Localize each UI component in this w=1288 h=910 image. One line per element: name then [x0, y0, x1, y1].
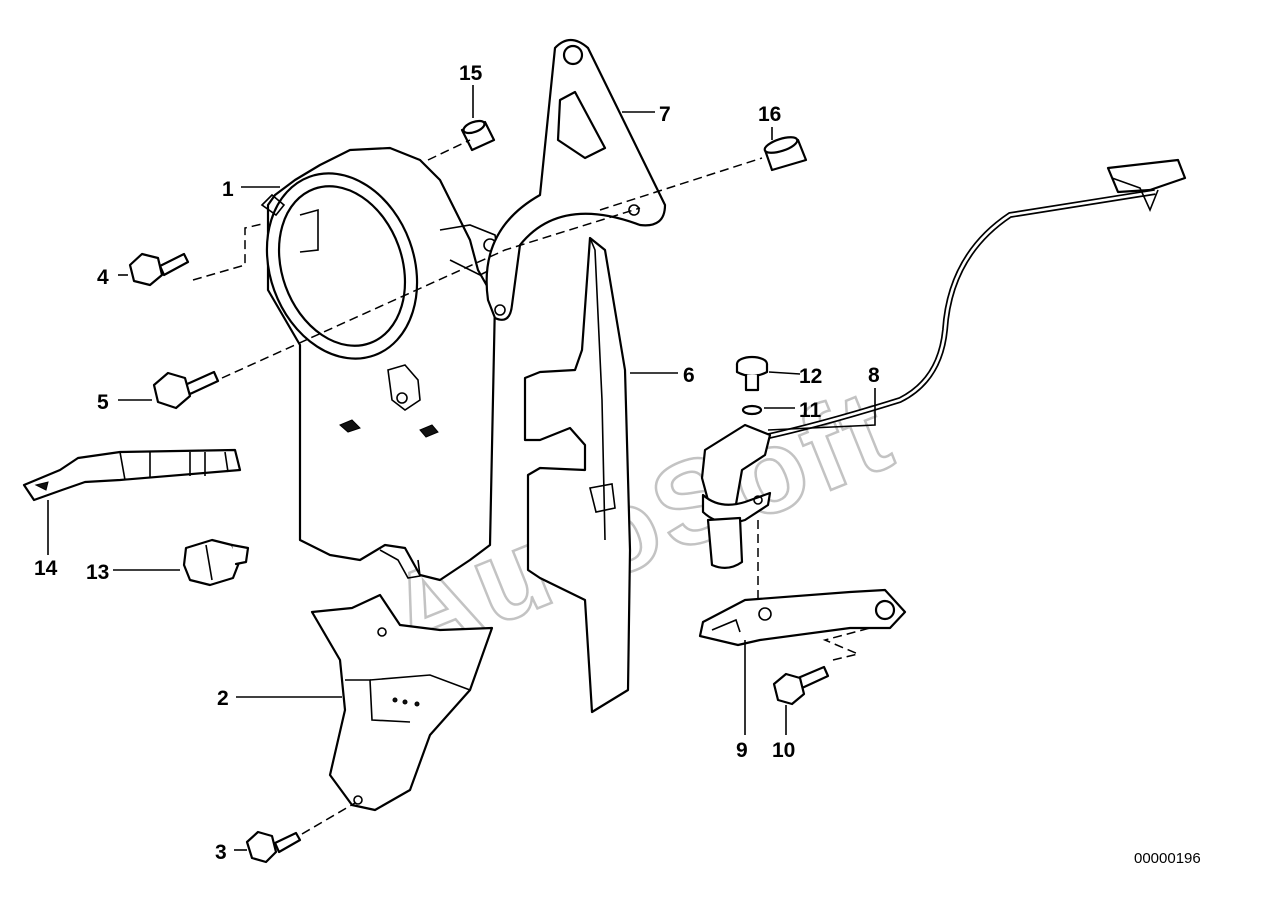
part-16-sleeve[interactable]	[763, 134, 808, 172]
part-4-bolt[interactable]	[128, 252, 190, 287]
callout-2: 2	[217, 687, 229, 710]
part-3-bolt[interactable]	[245, 830, 302, 864]
callout-4: 4	[97, 266, 109, 289]
part-5-bolt[interactable]	[152, 370, 220, 410]
callout-9: 9	[736, 739, 748, 762]
part-1-timing-housing[interactable]	[242, 146, 501, 582]
callout-6: 6	[683, 364, 695, 387]
callout-10: 10	[772, 739, 795, 762]
part-15-sleeve[interactable]	[460, 119, 496, 152]
part-10-bolt[interactable]	[772, 665, 830, 706]
callout-15: 15	[459, 62, 483, 85]
callout-7: 7	[659, 103, 671, 126]
callout-12: 12	[799, 365, 822, 388]
callout-3: 3	[215, 841, 227, 864]
part-13-clip[interactable]	[182, 538, 250, 587]
callout-leaders	[47, 85, 876, 851]
diagram-number: 00000196	[1134, 850, 1201, 867]
callout-11: 11	[799, 399, 822, 422]
part-12-bolt[interactable]	[735, 355, 769, 392]
callout-5: 5	[97, 391, 109, 414]
callout-14: 14	[34, 557, 58, 580]
callout-1: 1	[222, 178, 234, 201]
part-9-sensor-bracket[interactable]	[698, 588, 907, 647]
part-8-sensor-cable[interactable]	[700, 158, 1187, 569]
callout-8: 8	[868, 364, 880, 387]
callout-numbers: 1 2 3 4 5 6 7 8 9 10 11 12 13 14 15 16	[34, 62, 880, 864]
callout-13: 13	[86, 561, 109, 584]
part-7-bracket[interactable]	[485, 38, 667, 321]
part-11-washer[interactable]	[741, 404, 763, 416]
part-6-guide-rail[interactable]	[523, 236, 632, 714]
part-14-plastic-strip[interactable]	[22, 448, 242, 502]
callout-16: 16	[758, 103, 781, 126]
assembly-lines	[192, 139, 871, 835]
part-2-lower-cover[interactable]	[310, 593, 494, 812]
